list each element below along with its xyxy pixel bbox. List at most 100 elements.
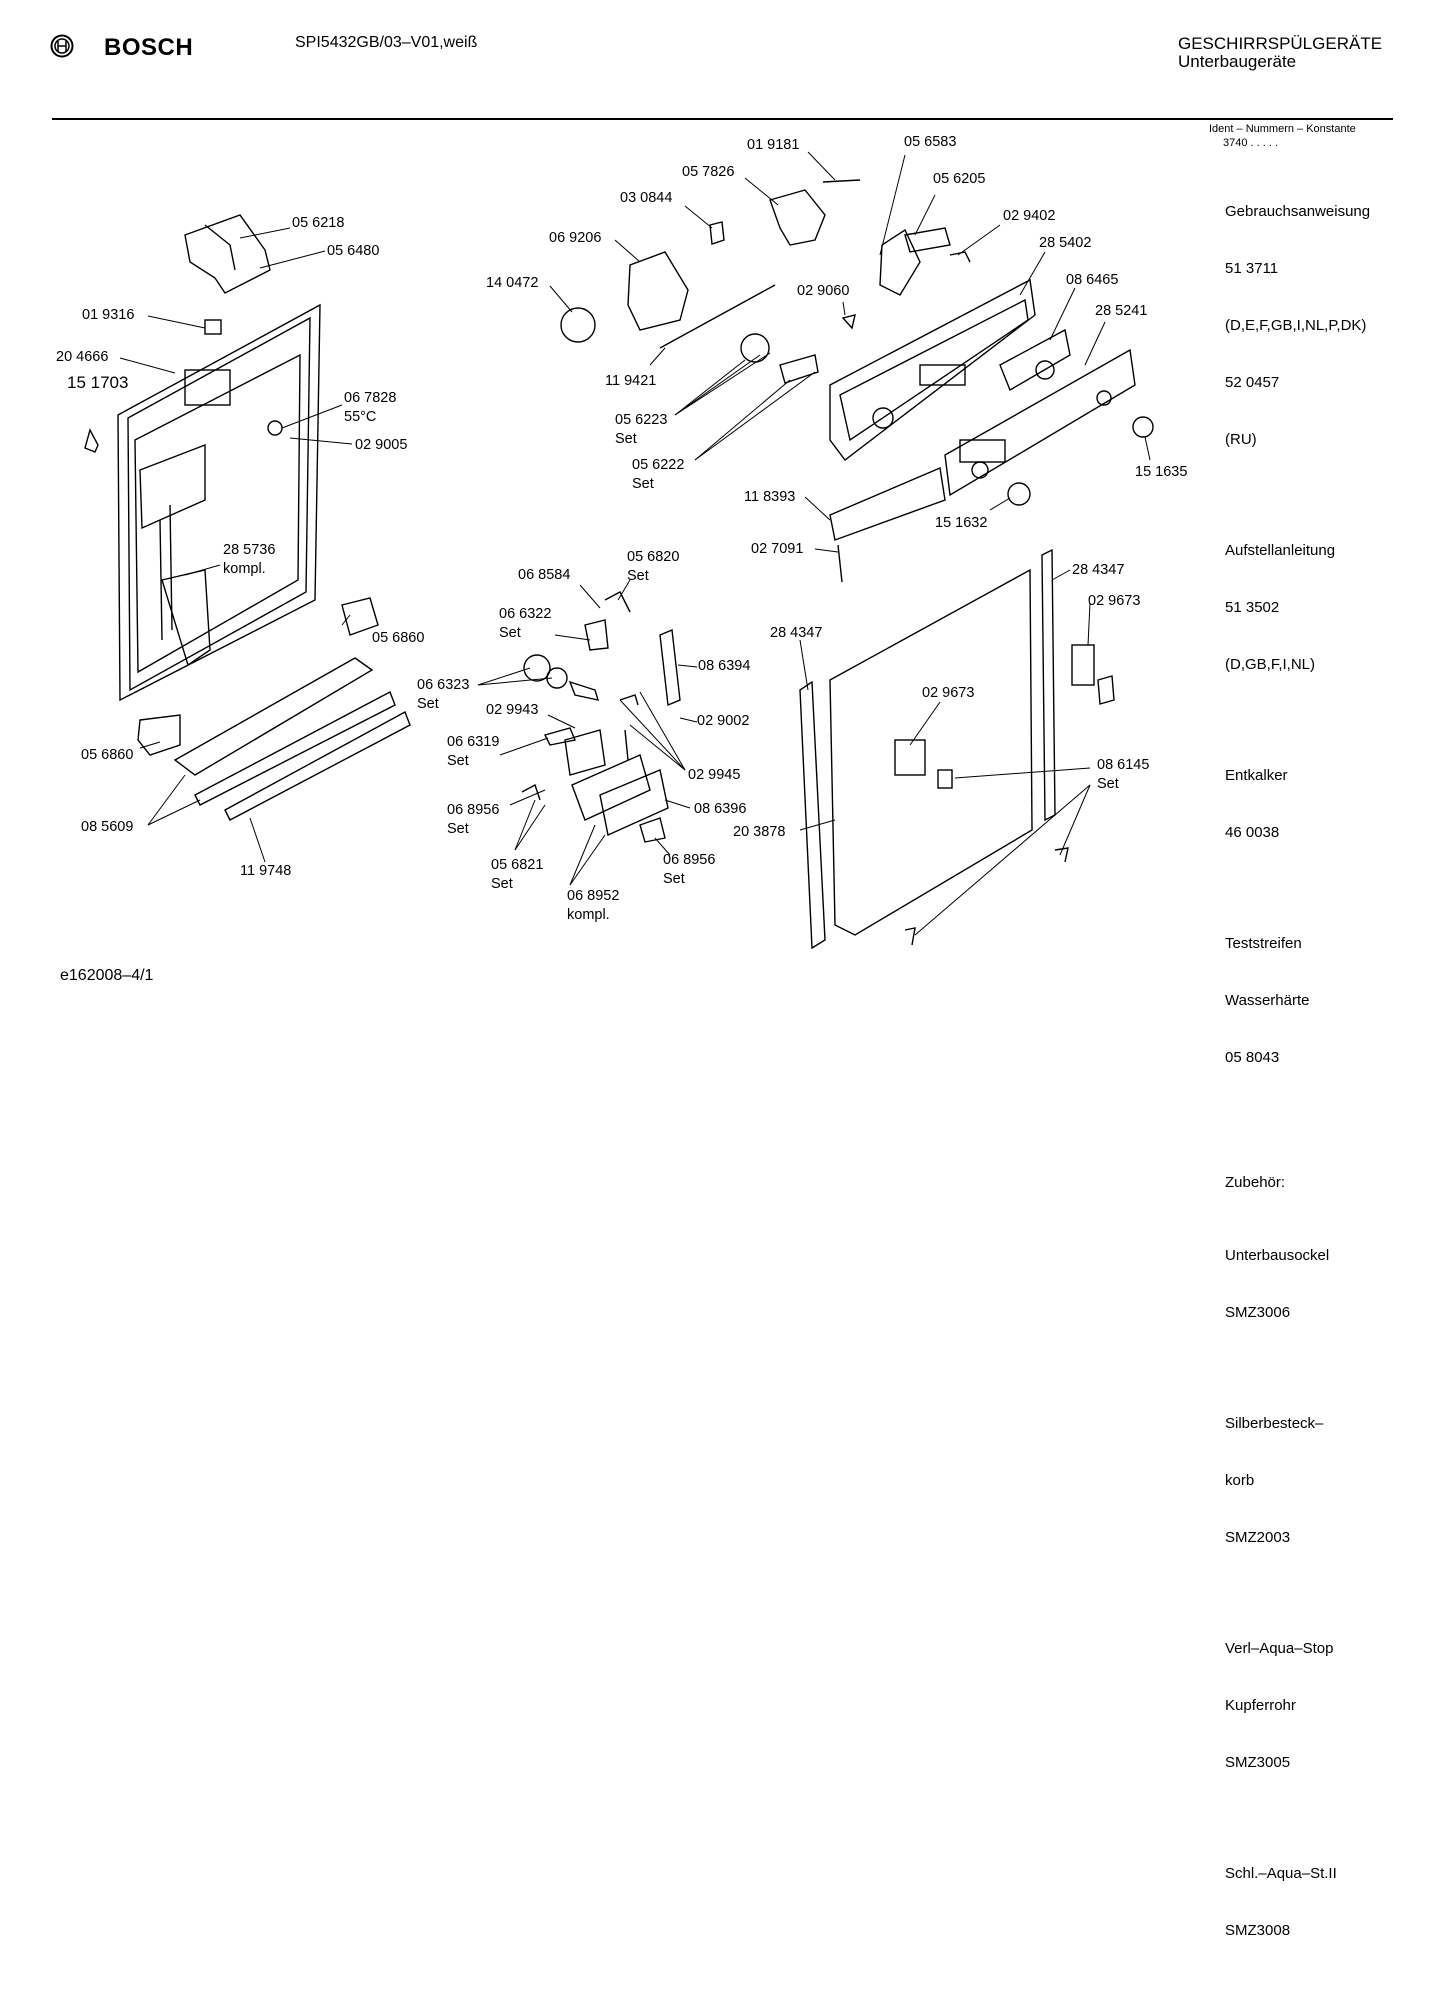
part-label: 05 6820 Set [627, 549, 680, 584]
note-line: 46 0038 [1225, 824, 1280, 841]
part-label: 05 6860 [372, 630, 425, 646]
inner-door-panel [117, 303, 321, 702]
accessory-group: Unterbausockel SMZ3006 [1225, 1208, 1370, 1360]
note-group: Aufstellanleitung 51 3502 (D,GB,F,I,NL) [1225, 503, 1370, 712]
accessories-title: Zubehör: [1225, 1174, 1286, 1191]
part-label: 15 1635 [1135, 464, 1188, 480]
leader-lines [119, 151, 1151, 936]
part-label: 02 7091 [751, 541, 804, 557]
part-label: 02 9402 [1003, 208, 1056, 224]
part-label: 06 6322 Set [499, 606, 552, 641]
accessory-line: SMZ3008 [1225, 1922, 1291, 1939]
note-group: Gebrauchsanweisung 51 3711 (D,E,F,GB,I,N… [1225, 164, 1370, 487]
screw-151703 [84, 428, 99, 453]
accessory-group: Verl–Aqua–Stop Kupferrohr SMZ3005 [1225, 1601, 1370, 1810]
category-heading: GESCHIRRSPÜLGERÄTE Unterbaugeräte [1178, 35, 1382, 71]
part-label: 05 6821 Set [491, 857, 544, 892]
part-label: 28 5402 [1039, 235, 1092, 251]
part-label: 06 6319 Set [447, 734, 500, 769]
accessory-line: Unterbausockel [1225, 1247, 1330, 1264]
part-label: 02 9002 [697, 713, 750, 729]
accessory-line: Schl.–Aqua–St.II [1225, 1865, 1337, 1882]
part-label: 20 4666 [56, 349, 109, 365]
part-label: 06 8956 Set [663, 852, 716, 887]
brand-name: BOSCH [104, 34, 194, 61]
part-label: 28 5736 kompl. [223, 542, 276, 577]
note-line: (D,E,F,GB,I,NL,P,DK) [1225, 317, 1367, 334]
control-panel-fascia [829, 278, 1154, 583]
part-label: 08 6145 Set [1097, 757, 1150, 792]
part-label: 05 6218 [292, 215, 345, 231]
note-line: 51 3502 [1225, 599, 1280, 616]
door-latch [184, 214, 271, 294]
aquastop-assembly [521, 591, 681, 843]
part-label: 06 9206 [549, 230, 602, 246]
part-label: 02 9005 [355, 437, 408, 453]
part-label: 05 6480 [327, 243, 380, 259]
part-label: 15 1703 [67, 373, 129, 392]
note-line: 52 0457 [1225, 374, 1280, 391]
part-label: 02 9673 [922, 685, 975, 701]
accessory-line: SMZ3005 [1225, 1754, 1291, 1771]
bottom-trim-strips [137, 597, 411, 821]
part-label: 28 4347 [770, 625, 823, 641]
thermostat-067828 [267, 420, 283, 436]
accessory-line: Verl–Aqua–Stop [1225, 1640, 1334, 1657]
ident-title: Ident – Nummern – Konstante [1209, 123, 1356, 135]
note-line: (RU) [1225, 431, 1257, 448]
part-label: 06 8584 [518, 567, 571, 583]
part-label: 06 8956 Set [447, 802, 500, 837]
note-line: (D,GB,F,I,NL) [1225, 656, 1316, 673]
control-module [560, 179, 971, 384]
part-label: 05 6205 [933, 171, 986, 187]
part-label: 08 5609 [81, 819, 134, 835]
header-rule [52, 118, 1393, 120]
note-line: Aufstellanleitung [1225, 542, 1336, 559]
diagram-code: e162008–4/1 [60, 967, 154, 984]
note-line: Teststreifen [1225, 935, 1302, 952]
part-label: 02 9943 [486, 702, 539, 718]
note-line: Wasserhärte [1225, 992, 1310, 1009]
accessory-line: korb [1225, 1472, 1255, 1489]
category-line-2: Unterbaugeräte [1178, 52, 1297, 71]
note-line: 51 3711 [1225, 260, 1279, 277]
part-label: 02 9060 [797, 283, 850, 299]
part-label: 08 6394 [698, 658, 751, 674]
ident-block: Ident – Nummern – Konstante 3740 . . . .… [1209, 122, 1356, 150]
category-line-1: GESCHIRRSPÜLGERÄTE [1178, 34, 1383, 53]
accessory-line: SMZ2003 [1225, 1529, 1291, 1546]
part-label: 05 7826 [682, 164, 735, 180]
model-number: SPI5432GB/03–V01,weiß [295, 34, 478, 51]
accessory-group: Schl.–Aqua–St.II SMZ3008 [1225, 1826, 1370, 1978]
part-label: 08 6396 [694, 801, 747, 817]
ident-value: 3740 . . . . . [1223, 137, 1279, 149]
note-line: Entkalker [1225, 767, 1288, 784]
part-label: 05 6583 [904, 134, 957, 150]
part-label: 02 9945 [688, 767, 741, 783]
accessory-group: Silberbesteck– korb SMZ2003 [1225, 1376, 1370, 1585]
part-label: 02 9673 [1088, 593, 1141, 609]
part-label: 05 6223 Set [615, 412, 668, 447]
part-label: 20 3878 [733, 824, 786, 840]
part-label: 11 9748 [240, 863, 292, 879]
note-line: 05 8043 [1225, 1049, 1280, 1066]
part-label: 03 0844 [620, 190, 673, 206]
part-label: 05 6222 Set [632, 457, 685, 492]
part-label: 28 4347 [1072, 562, 1125, 578]
part-label: 01 9181 [747, 137, 800, 153]
part-label: 11 8393 [744, 489, 796, 505]
part-label: 28 5241 [1095, 303, 1148, 319]
part-019316 [204, 319, 222, 335]
part-label: 15 1632 [935, 515, 988, 531]
note-group: Entkalker 46 0038 [1225, 728, 1370, 880]
exploded-parts-diagram [84, 151, 1154, 950]
part-label: 11 9421 [605, 373, 657, 389]
accessory-line: Silberbesteck– [1225, 1415, 1324, 1432]
part-label: 06 8952 kompl. [567, 888, 620, 923]
part-label: 06 6323 Set [417, 677, 470, 712]
part-label: 08 6465 [1066, 272, 1119, 288]
outer-door-panel [799, 548, 1115, 950]
part-label: 01 9316 [82, 307, 135, 323]
part-label: 05 6860 [81, 747, 134, 763]
accessory-line: Kupferrohr [1225, 1697, 1296, 1714]
